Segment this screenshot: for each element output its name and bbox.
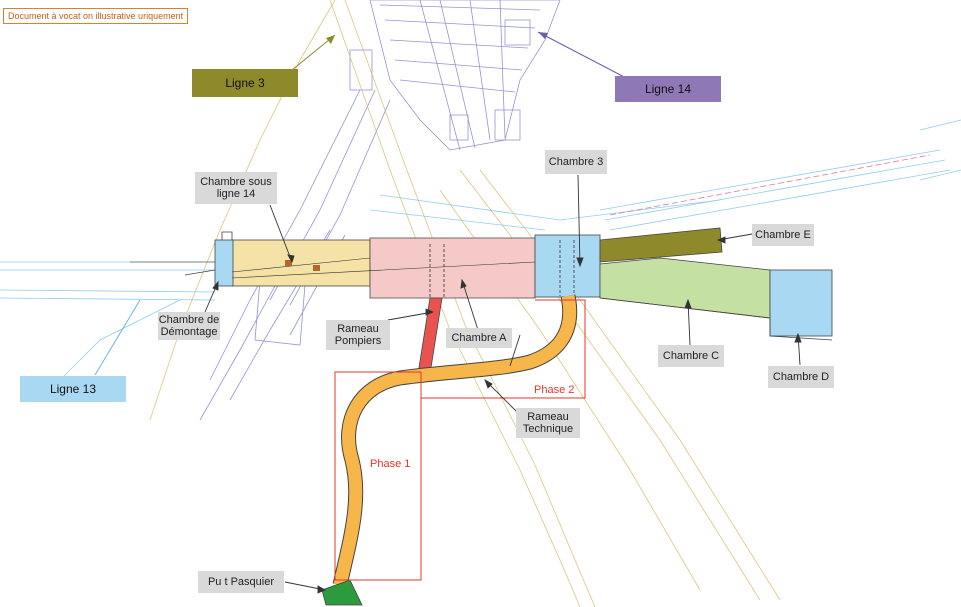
ligne14-arrow bbox=[537, 31, 631, 81]
chamber-b-zone bbox=[534, 234, 601, 298]
rameau-pompiers-label: Rameau Pompiers bbox=[326, 320, 390, 350]
phase1-label: Phase 1 bbox=[370, 458, 411, 470]
equipment-marker bbox=[313, 265, 320, 271]
rameau-technique-label: Rameau Technique bbox=[516, 408, 580, 438]
chamber-demontage-zone bbox=[214, 239, 234, 287]
ligne3-arrow bbox=[291, 34, 336, 71]
rameau-technique-branch-fill bbox=[333, 294, 577, 587]
ligne14-label: Ligne 14 bbox=[615, 76, 721, 102]
chamber-sous-ligne14-zone bbox=[231, 239, 371, 287]
ligne3-label: Ligne 3 bbox=[192, 69, 298, 97]
puits-pasquier-label: Pu t Pasquier bbox=[198, 571, 284, 593]
chamber-sous-ligne14-label: Chambre sous ligne 14 bbox=[195, 172, 277, 204]
phase2-label: Phase 2 bbox=[534, 384, 575, 396]
ligne14-arrowhead bbox=[538, 32, 548, 39]
chamber-c-label: Chambre C bbox=[658, 345, 724, 367]
ligne13-linework bbox=[0, 119, 961, 381]
ligne13-arrow bbox=[94, 299, 141, 376]
ligne13-label: Ligne 13 bbox=[20, 376, 126, 402]
chamber-e-label: Chambre E bbox=[752, 224, 814, 246]
chamber-d-zone bbox=[769, 269, 833, 337]
rameau-pompiers-branch bbox=[417, 297, 443, 375]
chamber-e-zone bbox=[599, 227, 723, 263]
chamber-a-label: Chambre A bbox=[446, 328, 512, 348]
phase1-boundary bbox=[334, 371, 422, 581]
chamber-d-label: Chambre D bbox=[768, 366, 834, 388]
disclaimer-note: Document à vocat on illustrative uriquem… bbox=[3, 8, 189, 24]
equipment-marker bbox=[285, 260, 292, 266]
chamber-a-zone bbox=[369, 237, 536, 299]
chamber-b-label: Chambre 3 bbox=[545, 150, 607, 174]
chamber-c-zone bbox=[599, 257, 771, 319]
ligne14-linework bbox=[199, 0, 561, 421]
callout-arrows bbox=[204, 174, 802, 594]
inner-line bbox=[231, 257, 536, 279]
inner-dashed-lines bbox=[429, 240, 575, 298]
gallery-outline bbox=[184, 231, 233, 276]
puits-pasquier-shaft bbox=[321, 579, 363, 606]
chamber-demontage-label: Chambre de Démontage bbox=[158, 312, 220, 340]
ligne3-arrowhead bbox=[326, 35, 335, 44]
phase2-boundary bbox=[420, 299, 586, 399]
track-axis-line bbox=[609, 154, 931, 216]
